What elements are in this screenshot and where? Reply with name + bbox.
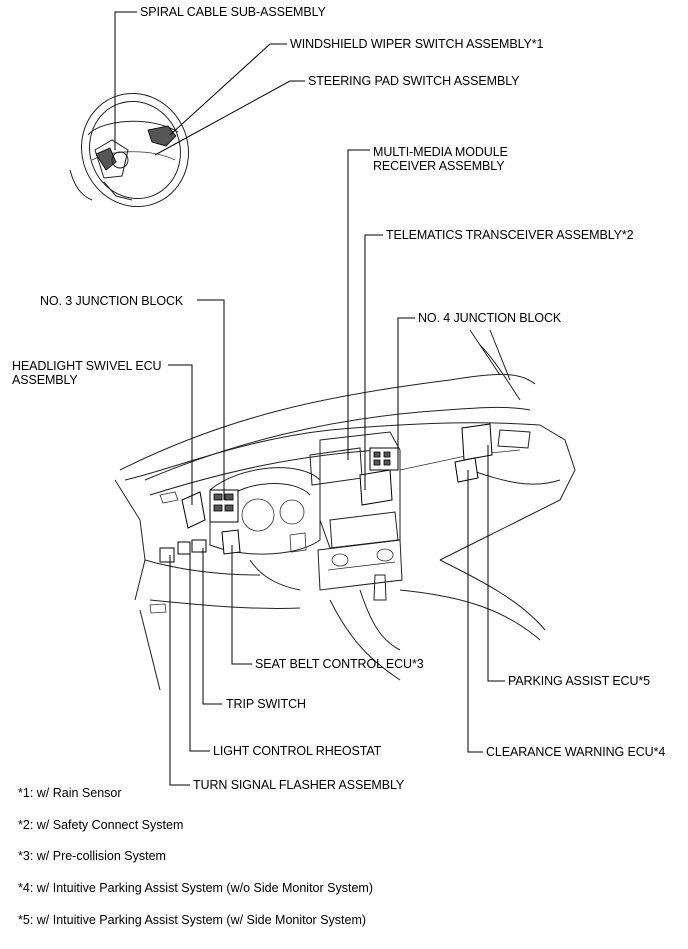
label-turn-signal-flasher: TURN SIGNAL FLASHER ASSEMBLY xyxy=(193,778,405,792)
label-telematics: TELEMATICS TRANSCEIVER ASSEMBLY*2 xyxy=(386,228,634,242)
leader-lines xyxy=(114,11,505,786)
label-headlight-swivel-line1: HEADLIGHT SWIVEL ECU xyxy=(12,359,162,373)
label-light-control-rheostat: LIGHT CONTROL RHEOSTAT xyxy=(213,744,382,758)
dashboard-illustration xyxy=(114,329,576,691)
label-spiral-cable: SPIRAL CABLE SUB-ASSEMBLY xyxy=(140,5,326,19)
label-trip-switch: TRIP SWITCH xyxy=(226,697,306,711)
label-parking-assist-ecu: PARKING ASSIST ECU*5 xyxy=(508,674,651,688)
label-junction-block-4: NO. 4 JUNCTION BLOCK xyxy=(418,311,562,325)
label-seat-belt-ecu: SEAT BELT CONTROL ECU*3 xyxy=(255,657,424,671)
label-multimedia-line2: RECEIVER ASSEMBLY xyxy=(373,159,505,173)
footnote-1: *1: w/ Rain Sensor xyxy=(18,786,122,800)
label-clearance-warning-ecu: CLEARANCE WARNING ECU*4 xyxy=(486,745,666,759)
footnote-5: *5: w/ Intuitive Parking Assist System (… xyxy=(18,913,367,927)
label-wiper-switch: WINDSHIELD WIPER SWITCH ASSEMBLY*1 xyxy=(290,37,544,51)
label-steering-pad: STEERING PAD SWITCH ASSEMBLY xyxy=(308,74,520,88)
footnote-3: *3: w/ Pre-collision System xyxy=(18,849,166,863)
label-junction-block-3: NO. 3 JUNCTION BLOCK xyxy=(40,294,184,308)
footnote-2: *2: w/ Safety Connect System xyxy=(18,818,184,832)
steering-wheel-illustration xyxy=(69,92,189,208)
label-headlight-swivel-line2: ASSEMBLY xyxy=(12,373,78,387)
label-multimedia-line1: MULTI-MEDIA MODULE xyxy=(373,145,508,159)
footnote-4: *4: w/ Intuitive Parking Assist System (… xyxy=(18,881,373,895)
